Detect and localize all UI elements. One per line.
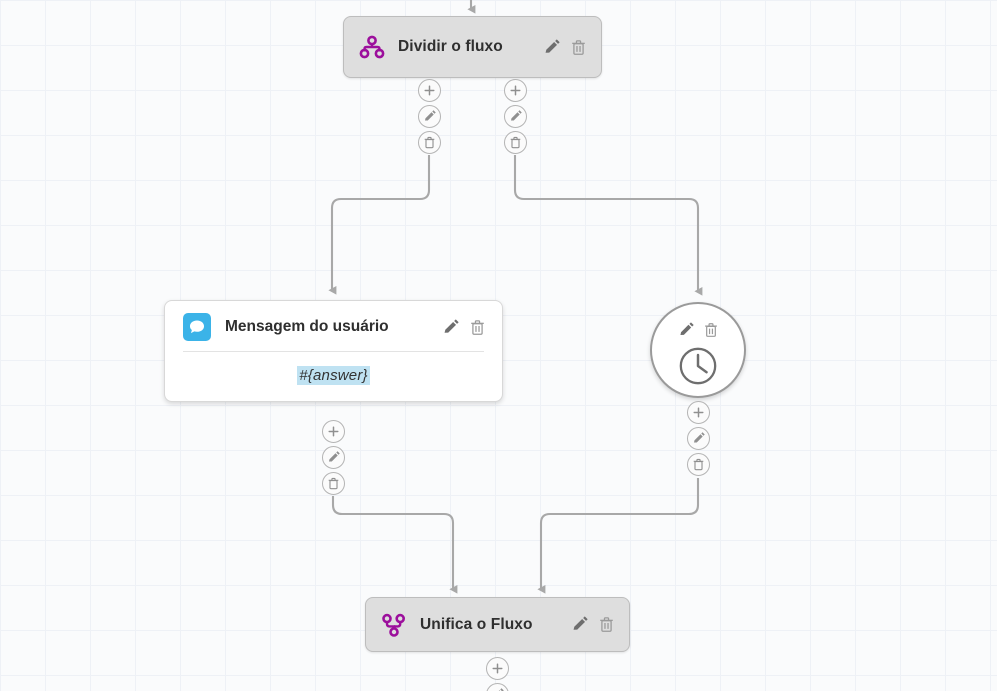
delete-icon[interactable]	[504, 131, 527, 154]
node-toolbar	[525, 38, 587, 56]
edit-icon[interactable]	[504, 105, 527, 128]
delete-icon[interactable]	[418, 131, 441, 154]
add-icon[interactable]	[322, 420, 345, 443]
delete-icon[interactable]	[469, 319, 486, 336]
node-merge-flow[interactable]: Unifica o Fluxo	[365, 597, 630, 652]
variable-chip: #{answer}	[297, 366, 370, 385]
add-icon[interactable]	[486, 657, 509, 680]
add-icon[interactable]	[687, 401, 710, 424]
edit-icon[interactable]	[486, 683, 509, 691]
connector-timer-to-merge	[537, 478, 700, 594]
delete-icon[interactable]	[687, 453, 710, 476]
clock-icon	[677, 345, 719, 392]
node-toolbar	[424, 318, 486, 336]
node-split-flow[interactable]: Dividir o fluxo	[343, 16, 602, 78]
node-delay-timer[interactable]	[650, 302, 746, 398]
split-flow-icon	[358, 33, 386, 61]
edit-icon[interactable]	[418, 105, 441, 128]
connector-message-to-merge	[331, 496, 458, 594]
node-title: Unifica o Fluxo	[420, 615, 533, 633]
edit-icon[interactable]	[687, 427, 710, 450]
edit-icon[interactable]	[442, 318, 459, 336]
delete-icon[interactable]	[703, 322, 719, 338]
delete-icon[interactable]	[322, 472, 345, 495]
add-icon[interactable]	[504, 79, 527, 102]
edge-buttons-timer-out[interactable]	[687, 401, 710, 479]
connector-split-to-message	[328, 155, 431, 295]
delete-icon[interactable]	[598, 616, 615, 633]
edge-buttons-split-left[interactable]	[418, 79, 441, 157]
node-title: Mensagem do usuário	[225, 318, 389, 335]
node-body: #{answer}	[165, 352, 502, 401]
connector-split-to-timer	[513, 155, 703, 296]
node-header: Mensagem do usuário	[165, 301, 502, 351]
node-user-message[interactable]: Mensagem do usuário	[164, 300, 503, 402]
merge-flow-icon	[380, 611, 408, 639]
edge-buttons-merge-out[interactable]	[486, 657, 509, 691]
edge-buttons-split-right[interactable]	[504, 79, 527, 157]
edge-buttons-message-out[interactable]	[322, 420, 345, 498]
node-toolbar	[553, 616, 615, 633]
edit-icon[interactable]	[678, 322, 694, 338]
edit-icon[interactable]	[322, 446, 345, 469]
edit-icon[interactable]	[571, 616, 588, 633]
delete-icon[interactable]	[570, 39, 587, 56]
divider	[183, 351, 484, 352]
node-title: Dividir o fluxo	[398, 38, 503, 55]
chat-bubble-icon	[183, 313, 211, 341]
edit-icon[interactable]	[543, 38, 560, 56]
node-toolbar	[678, 322, 719, 338]
add-icon[interactable]	[418, 79, 441, 102]
